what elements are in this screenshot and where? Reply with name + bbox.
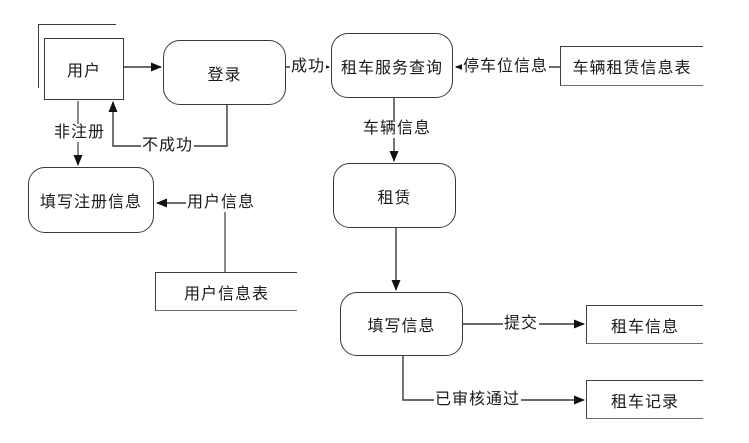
node-user: 用户: [44, 38, 124, 100]
node-rental-car-info-label: 租车信息: [610, 318, 679, 336]
edge-label-parking-space-info: 停车位信息: [462, 58, 550, 76]
node-user-info-table-label: 用户信息表: [183, 285, 269, 303]
node-fill-registration-info-label: 填写注册信息: [39, 194, 142, 211]
edge-fill-info-to-rental-record-approved: [402, 355, 585, 405]
edge-label-vehicle-info: 车辆信息: [362, 120, 433, 138]
edge-label-submit: 提交: [503, 315, 540, 333]
node-login-label: 登录: [207, 66, 242, 84]
edge-label-approved: 已审核通过: [434, 391, 522, 409]
node-rental-service-query-label: 租车服务查询: [340, 59, 443, 77]
node-rental-service-query: 租车服务查询: [331, 33, 453, 98]
node-user-info-table: 用户信息表: [155, 272, 297, 311]
node-user-label: 用户: [66, 63, 101, 80]
node-rent: 租赁: [333, 163, 456, 228]
node-fill-info-label: 填写信息: [367, 318, 436, 335]
node-login: 登录: [163, 40, 286, 105]
edge-label-user-info: 用户信息: [186, 194, 257, 212]
user-entity-stack-top-line: [38, 24, 116, 25]
node-rent-label: 租赁: [377, 189, 412, 207]
node-user-entity: 用户: [38, 24, 126, 101]
node-rental-car-record: 租车记录: [586, 380, 703, 419]
node-rental-car-info: 租车信息: [586, 305, 703, 344]
node-vehicle-rental-info-table: 车辆租赁信息表: [560, 46, 703, 86]
node-rental-car-record-label: 租车记录: [610, 393, 679, 411]
edge-label-not-registered: 非注册: [53, 124, 107, 142]
node-vehicle-rental-info-table-label: 车辆租赁信息表: [572, 60, 692, 77]
node-fill-registration-info: 填写注册信息: [28, 167, 154, 233]
user-entity-stack-left-line: [38, 24, 39, 88]
edge-label-success: 成功: [290, 58, 327, 76]
node-fill-info: 填写信息: [340, 292, 463, 356]
edge-label-not-success: 不成功: [141, 137, 195, 155]
